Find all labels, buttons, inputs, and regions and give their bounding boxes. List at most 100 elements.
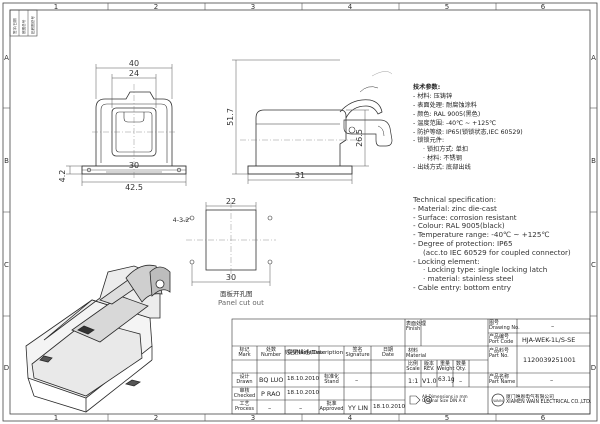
drawn-date: 18.10.2010 <box>287 376 320 382</box>
checked-label: 审核 Checked <box>233 388 256 400</box>
dim-label: 30 <box>129 161 139 170</box>
row-label: A <box>591 54 596 62</box>
col-label: 1 <box>54 414 58 422</box>
spec-cn-line: - 出线方式: 底部出线 <box>413 164 471 172</box>
col-label: 6 <box>541 414 546 422</box>
spec-en-line: - Temperature range: -40℃ ~ +125℃ <box>413 230 550 240</box>
col-number: 处数 Number <box>260 347 282 359</box>
company-logo: WAIN <box>491 393 505 407</box>
spec-en: Technical specification: - Material: zin… <box>413 195 571 293</box>
drawing-no-value: – <box>551 322 555 330</box>
archive-label: 旧底图总号 <box>30 16 35 34</box>
drawn-by: BQ LUO <box>259 376 284 384</box>
panel-cutout <box>186 202 276 278</box>
approved-label: 批准 Approved <box>319 401 344 413</box>
scale-label: 比例 Scale <box>406 361 420 373</box>
product-no-label: 产品料号 Part No. <box>489 348 510 360</box>
weight-label: 重量 Weight <box>437 361 455 373</box>
col-mark: 标记 Mark <box>238 347 251 359</box>
cutout-caption-en: Panel cut out <box>218 299 264 307</box>
dim-label: 4.2 <box>58 170 67 183</box>
qty-label: 数量 Qty. <box>455 361 466 373</box>
rev-value: V1.0 <box>422 377 437 385</box>
archive-box: 签字/日期 底图总号 旧底图总号 <box>9 9 38 37</box>
drawing-no-label: 图号 Drawing No. <box>489 320 520 332</box>
svg-text:WAIN: WAIN <box>493 399 503 403</box>
dim-label: 51.7 <box>226 108 235 126</box>
spec-en-line: - Colour: RAL 9005(black) <box>413 221 505 231</box>
checked-date: 18.10.2010 <box>287 390 320 396</box>
spec-en-line: - Locking element: <box>413 256 480 266</box>
spec-cn-subline: · 锁扣方式: 单扣 <box>423 146 469 154</box>
col-label: 5 <box>445 3 449 11</box>
spec-en-line: - Degree of protection: IP65 <box>413 238 513 248</box>
dim-label: 22 <box>226 197 236 206</box>
spec-en-note: (acc.to IEC 60529 for coupled connector) <box>423 247 571 257</box>
finish-label: 表面处理 Finish <box>406 321 427 333</box>
col-signature: 签名 Signature <box>345 347 370 359</box>
checked-by: P RAO <box>261 390 281 398</box>
spec-cn-heading: 技术参数: <box>413 84 441 91</box>
spec-en-subline: · Locking type: single locking latch <box>423 265 548 275</box>
spec-cn: 技术参数: - 材料: 压铸锌 - 表面处理: 耐腐蚀涂料 - 颜色: RAL … <box>413 84 523 173</box>
standard-value: – <box>355 376 359 384</box>
weight-value: 63.1g <box>438 377 455 383</box>
spec-cn-line: - 材料: 压铸锌 <box>413 92 453 100</box>
isometric-view <box>25 264 171 413</box>
spec-cn-line: - 颜色: RAL 9005(黑色) <box>413 110 481 118</box>
archive-label: 签字/日期 <box>12 18 17 34</box>
col-name-date: 姓名/Name/Date <box>285 350 326 356</box>
dim-label: 24 <box>129 69 139 78</box>
product-name-label: 产品名称 Part Name <box>489 374 516 386</box>
spec-en-subline: · material: stainless steel <box>423 274 514 284</box>
scale-value: 1:1 <box>408 377 419 385</box>
dim-label: 30 <box>226 273 236 282</box>
dim-label: 26.5 <box>355 129 364 147</box>
product-name-value: – <box>550 376 554 384</box>
col-label: 2 <box>154 3 158 11</box>
col-label: 3 <box>251 3 255 11</box>
dim-label: 31 <box>295 171 305 180</box>
dim-label: 40 <box>129 59 139 68</box>
front-dimensions <box>66 64 187 186</box>
dim-label: 42.5 <box>125 183 143 192</box>
row-label: D <box>4 364 9 372</box>
product-no-value: 1120039251001 <box>523 356 576 364</box>
spec-cn-line: - 锁锁元件: <box>413 137 445 145</box>
row-label: D <box>591 364 596 372</box>
zone-ticks <box>3 3 597 421</box>
hazard-icon <box>409 395 432 405</box>
spec-cn-subline: · 材料: 不锈钢 <box>423 155 462 163</box>
spec-en-line: - Material: zinc die-cast <box>413 203 497 213</box>
col-label: 6 <box>541 3 546 11</box>
approved-date: 18.10.2010 <box>373 404 406 410</box>
col-description: 变更描述/Description <box>287 350 344 356</box>
dimension-note: All Dimensions in mm Original Size DIN A… <box>422 394 468 404</box>
row-label: B <box>591 157 596 165</box>
company-name: 厦门唯恩电气有限公司 XIAMEN WAIN ELECTRICAL CO.,LT… <box>506 395 592 406</box>
col-label: 3 <box>251 414 255 422</box>
standard-label: 标准化 Stand <box>323 374 339 386</box>
product-code-label: 产品编号 Port Code <box>489 334 514 346</box>
cutout-dimensions <box>179 202 271 286</box>
row-label: B <box>4 157 9 165</box>
side-view <box>240 71 393 175</box>
row-label: C <box>591 261 596 269</box>
archive-label: 底图总号 <box>21 19 26 34</box>
drawn-label: 设计 Drawn <box>236 374 253 386</box>
spec-en-heading: Technical specification: <box>413 195 497 204</box>
col-label: 4 <box>348 414 353 422</box>
material-label: 材料 Material <box>406 348 427 360</box>
cutout-caption-cn: 面板开孔图 <box>220 289 253 298</box>
row-label: C <box>4 261 9 269</box>
process-label: 工艺 Process <box>235 401 254 413</box>
title-block-grid <box>231 318 591 415</box>
dim-label: 4-3.2 <box>173 216 190 224</box>
col-label: 1 <box>54 3 58 11</box>
spec-en-line: - Surface: corrosion resistant <box>413 212 517 222</box>
col-label: 2 <box>154 414 158 422</box>
process-value: – <box>268 404 272 412</box>
qty-value: – <box>459 377 463 385</box>
spec-cn-line: - 温度范围: -40℃ ~ +125℃ <box>413 119 497 127</box>
